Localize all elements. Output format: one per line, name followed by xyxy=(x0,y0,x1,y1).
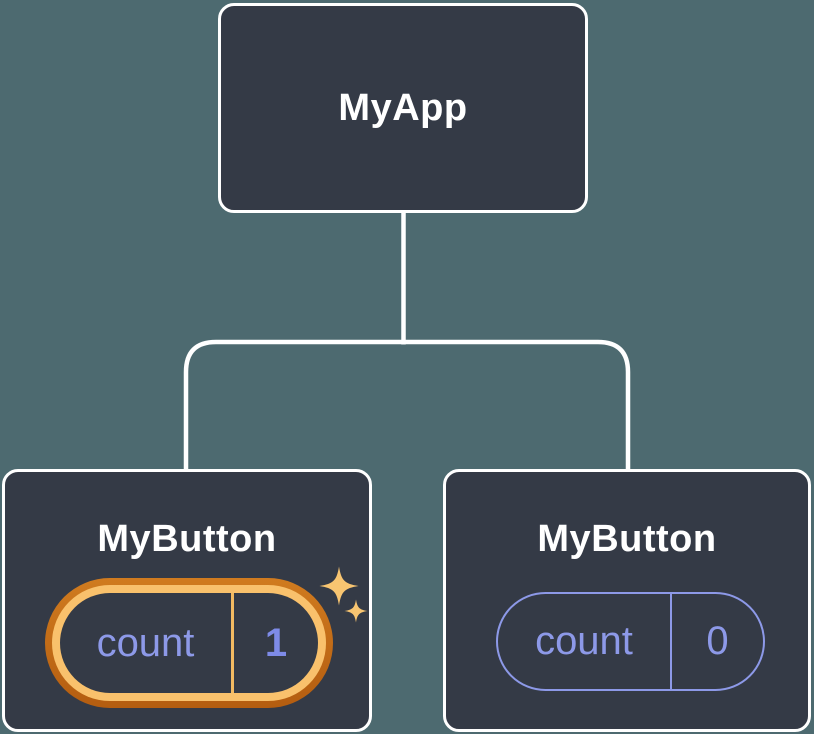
state-value: 0 xyxy=(706,619,729,663)
node-label-mybutton-left: MyButton xyxy=(97,518,277,560)
sparkle-icon-small xyxy=(344,599,368,623)
state-value-segment: 0 xyxy=(672,594,763,689)
tree-node-mybutton-left: MyButton count 1 xyxy=(2,469,372,732)
state-value-segment: 1 xyxy=(234,593,318,693)
state-pill-highlighted: count 1 xyxy=(45,578,333,708)
state-pill-divider xyxy=(231,593,234,693)
state-pill-highlight-ring: count 1 xyxy=(52,585,326,701)
state-pill: count 0 xyxy=(496,592,765,691)
node-label-myapp: MyApp xyxy=(338,86,468,129)
node-label-mybutton-right: MyButton xyxy=(537,518,717,560)
state-pill-core: count 1 xyxy=(60,593,318,693)
state-key-segment: count xyxy=(498,594,670,689)
state-value: 1 xyxy=(264,620,288,665)
state-key-label: count xyxy=(96,620,195,665)
state-key-label: count xyxy=(535,619,633,663)
tree-node-myapp: MyApp xyxy=(218,3,588,213)
connector-branch-bracket xyxy=(183,339,631,472)
tree-node-mybutton-right: MyButton count 0 xyxy=(443,469,811,732)
sparkle-icon-large xyxy=(319,566,359,606)
state-key-segment: count xyxy=(60,593,231,693)
state-pill-divider xyxy=(670,594,672,689)
